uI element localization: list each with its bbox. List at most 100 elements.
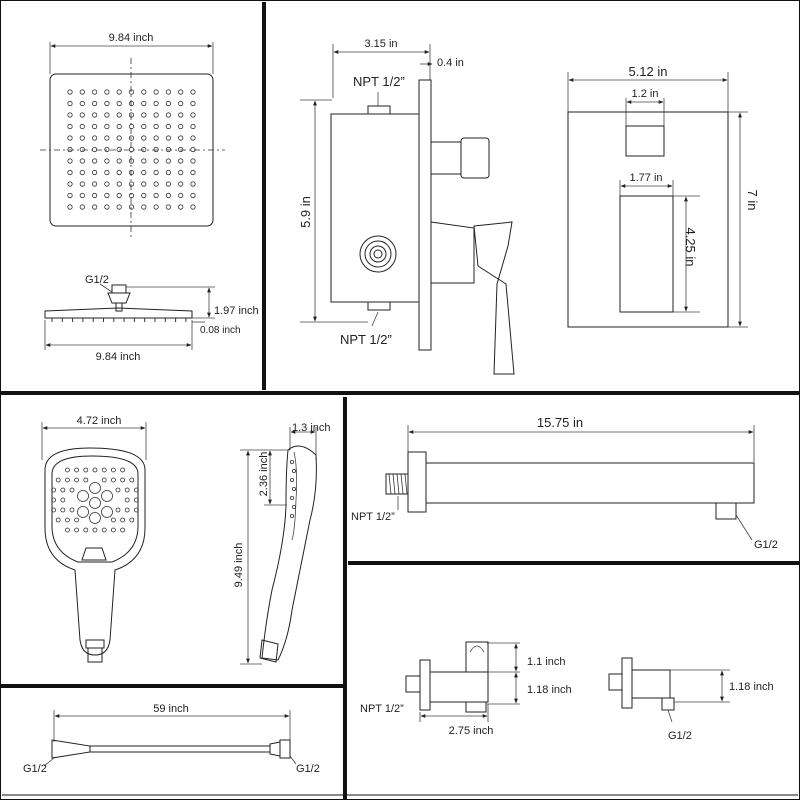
spray-nozzle [74,467,79,473]
spray-nozzle [55,517,61,523]
spray-nozzle [60,497,66,503]
diverter-knob [460,137,490,179]
massage-nozzle [101,490,113,502]
nozzle [92,123,98,130]
connector-body [429,671,489,703]
diverter-window [625,125,665,157]
connector-flange [419,659,431,711]
nozzle [178,169,184,176]
nozzle [190,112,196,118]
valve-bottom-port [367,301,391,311]
connector-length-label: 2.75 inch [449,725,494,737]
rain-head-square [49,73,214,227]
spray-nozzle [65,517,70,523]
nozzle [79,123,85,130]
massage-nozzle [101,506,113,518]
spray-nozzle [69,507,75,513]
hand-thread [87,647,103,663]
valve-top-port [367,105,391,115]
nozzle [79,135,85,141]
nozzle [153,123,159,130]
spray-nozzle [133,507,139,513]
nozzle [190,204,196,210]
spray-nozzle [65,527,70,533]
nozzle [67,169,73,176]
spray-nozzle [83,477,89,483]
nozzle [178,135,184,141]
nozzle [153,181,159,187]
rain-shower-head-panel: 9.84 inch G1/2 1.97 inch 0.08 inch 9.84 … [40,32,259,363]
hand-face-width-label: 4.72 inch [77,415,122,427]
massage-nozzle [77,506,89,518]
nozzle [128,146,135,153]
nozzle [92,169,98,176]
valve-top-port-label: NPT 1/2” [353,74,405,89]
spray-nozzle [92,467,98,473]
valve-bottom-port-label: NPT 1/2” [340,332,392,347]
nozzle [104,100,110,107]
nozzle [178,146,184,153]
nozzle [165,123,171,130]
spray-nozzle [124,507,130,513]
nozzle [116,123,122,130]
spray-nozzle [124,497,130,503]
spray-nozzle [133,487,139,493]
nozzle [165,100,171,107]
nozzle [165,169,171,176]
hose-nut [279,739,291,759]
spray-nozzle [69,487,75,493]
spray-nozzle [124,487,130,493]
nozzle [79,192,85,199]
nozzle [190,192,196,199]
nozzle [141,158,147,164]
arm-length-label: 15.75 in [537,415,583,430]
nozzle [116,146,122,153]
nozzle [116,204,122,210]
nozzle [92,204,98,210]
spray-nozzle [92,527,98,533]
holder-cradle [465,641,489,672]
connector-inlet-label: NPT 1/2” [360,703,404,715]
hand-spray-nozzles [51,467,139,533]
nozzle [104,158,110,164]
nozzle [141,192,147,199]
elbow-thread-label: G1/2 [668,730,692,742]
nozzle [178,89,184,95]
nozzle [153,146,159,153]
nozzle-grid [67,89,196,210]
plate-width-label: 5.12 in [628,64,667,79]
elbow-height-label: 1.18 inch [729,681,774,693]
nozzle [67,89,73,95]
valve-wall-plate [418,79,432,351]
nozzle [141,100,147,107]
nozzle [79,112,85,118]
valve-cartridge-outer [359,235,397,273]
nozzle [153,100,159,107]
nozzle [190,169,196,176]
nozzle [79,100,85,107]
nozzle [165,146,171,153]
massage-nozzle [89,497,101,509]
side-spray-nozzle [291,486,296,491]
nozzle [79,181,85,187]
nozzle [67,135,73,141]
head-width-side-label: 9.84 inch [96,351,141,363]
nozzle [128,169,135,176]
nozzle [165,135,171,141]
nozzle [128,135,135,141]
nozzle [92,181,98,187]
nozzle [79,169,85,176]
mode-button [81,547,107,561]
valve-side-panel: 3.15 in 0.4 in NPT 1/2” NPT 1/2” 5.9 in [298,38,515,375]
spray-nozzle [83,467,89,473]
nozzle [104,146,110,153]
nozzle [128,123,135,130]
nozzle [153,169,159,176]
nozzle [67,146,73,153]
nozzle [141,204,147,210]
nozzle [128,158,135,164]
arm-outlet-thread [715,502,737,520]
spray-nozzle [111,467,116,473]
nozzle [104,192,110,199]
